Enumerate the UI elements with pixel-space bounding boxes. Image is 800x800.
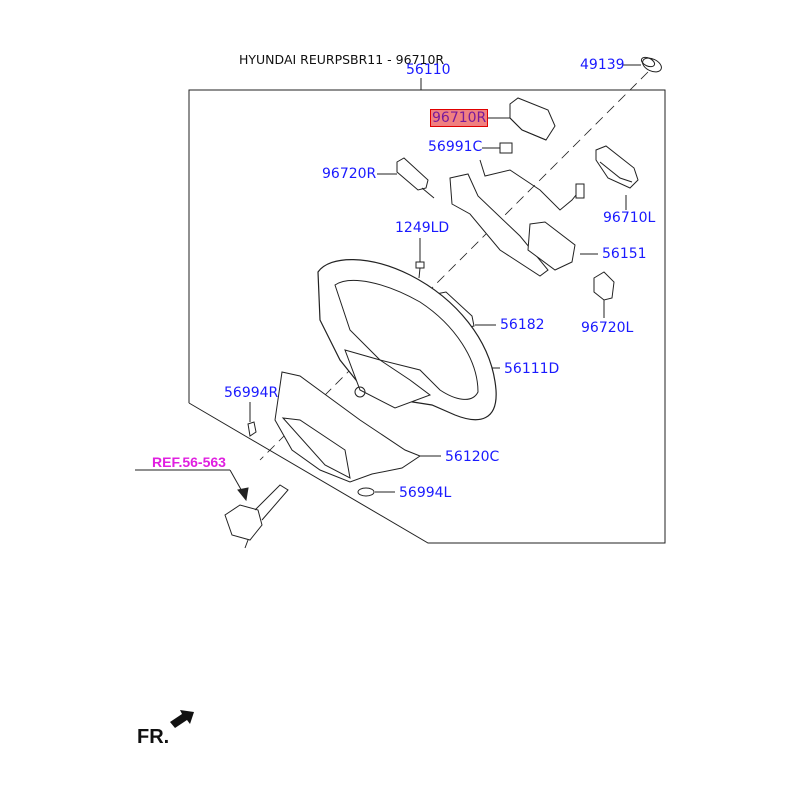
label-56110[interactable]: 56110 [406,62,451,78]
label-96720R[interactable]: 96720R [322,166,377,182]
diagram-title: HYUNDAI REURPSBR11 - 96710R [239,52,445,67]
label-56994R[interactable]: 56994R [224,385,279,401]
label-96710R-highlighted[interactable]: 96710R [430,109,489,127]
ref-link-56-563[interactable]: REF.56-563 [152,454,226,470]
part-96710R-switch[interactable] [509,97,556,141]
part-56994L-clip[interactable] [357,487,375,497]
front-direction-label: FR. [137,726,170,748]
label-56151[interactable]: 56151 [602,246,647,262]
part-56111D-steering-wheel[interactable] [317,259,497,421]
label-56991C[interactable]: 56991C [428,139,483,155]
part-56151-bracket[interactable] [449,173,576,277]
label-96710L[interactable]: 96710L [603,210,656,226]
part-56991C-harness[interactable] [479,142,585,211]
part-96720L-paddle[interactable] [593,271,615,301]
part-56120C-cover[interactable] [274,371,422,483]
label-56111D[interactable]: 56111D [504,361,560,377]
label-1249LD[interactable]: 1249LD [395,220,450,236]
label-56994L[interactable]: 56994L [399,485,452,501]
part-96710L-switch[interactable] [595,145,639,189]
part-49139-cap[interactable] [640,55,664,74]
part-1249LD-screw[interactable] [415,261,425,279]
assembly-frame [188,89,666,544]
label-49139[interactable]: 49139 [580,57,625,73]
label-56182[interactable]: 56182 [500,317,545,333]
steering-column-ref [224,484,289,549]
part-96720R-paddle[interactable] [396,157,435,199]
part-56994R-clip[interactable] [247,421,257,437]
label-56120C[interactable]: 56120C [445,449,500,465]
label-96720L[interactable]: 96720L [581,320,634,336]
fr-arrow-icon [170,710,194,728]
